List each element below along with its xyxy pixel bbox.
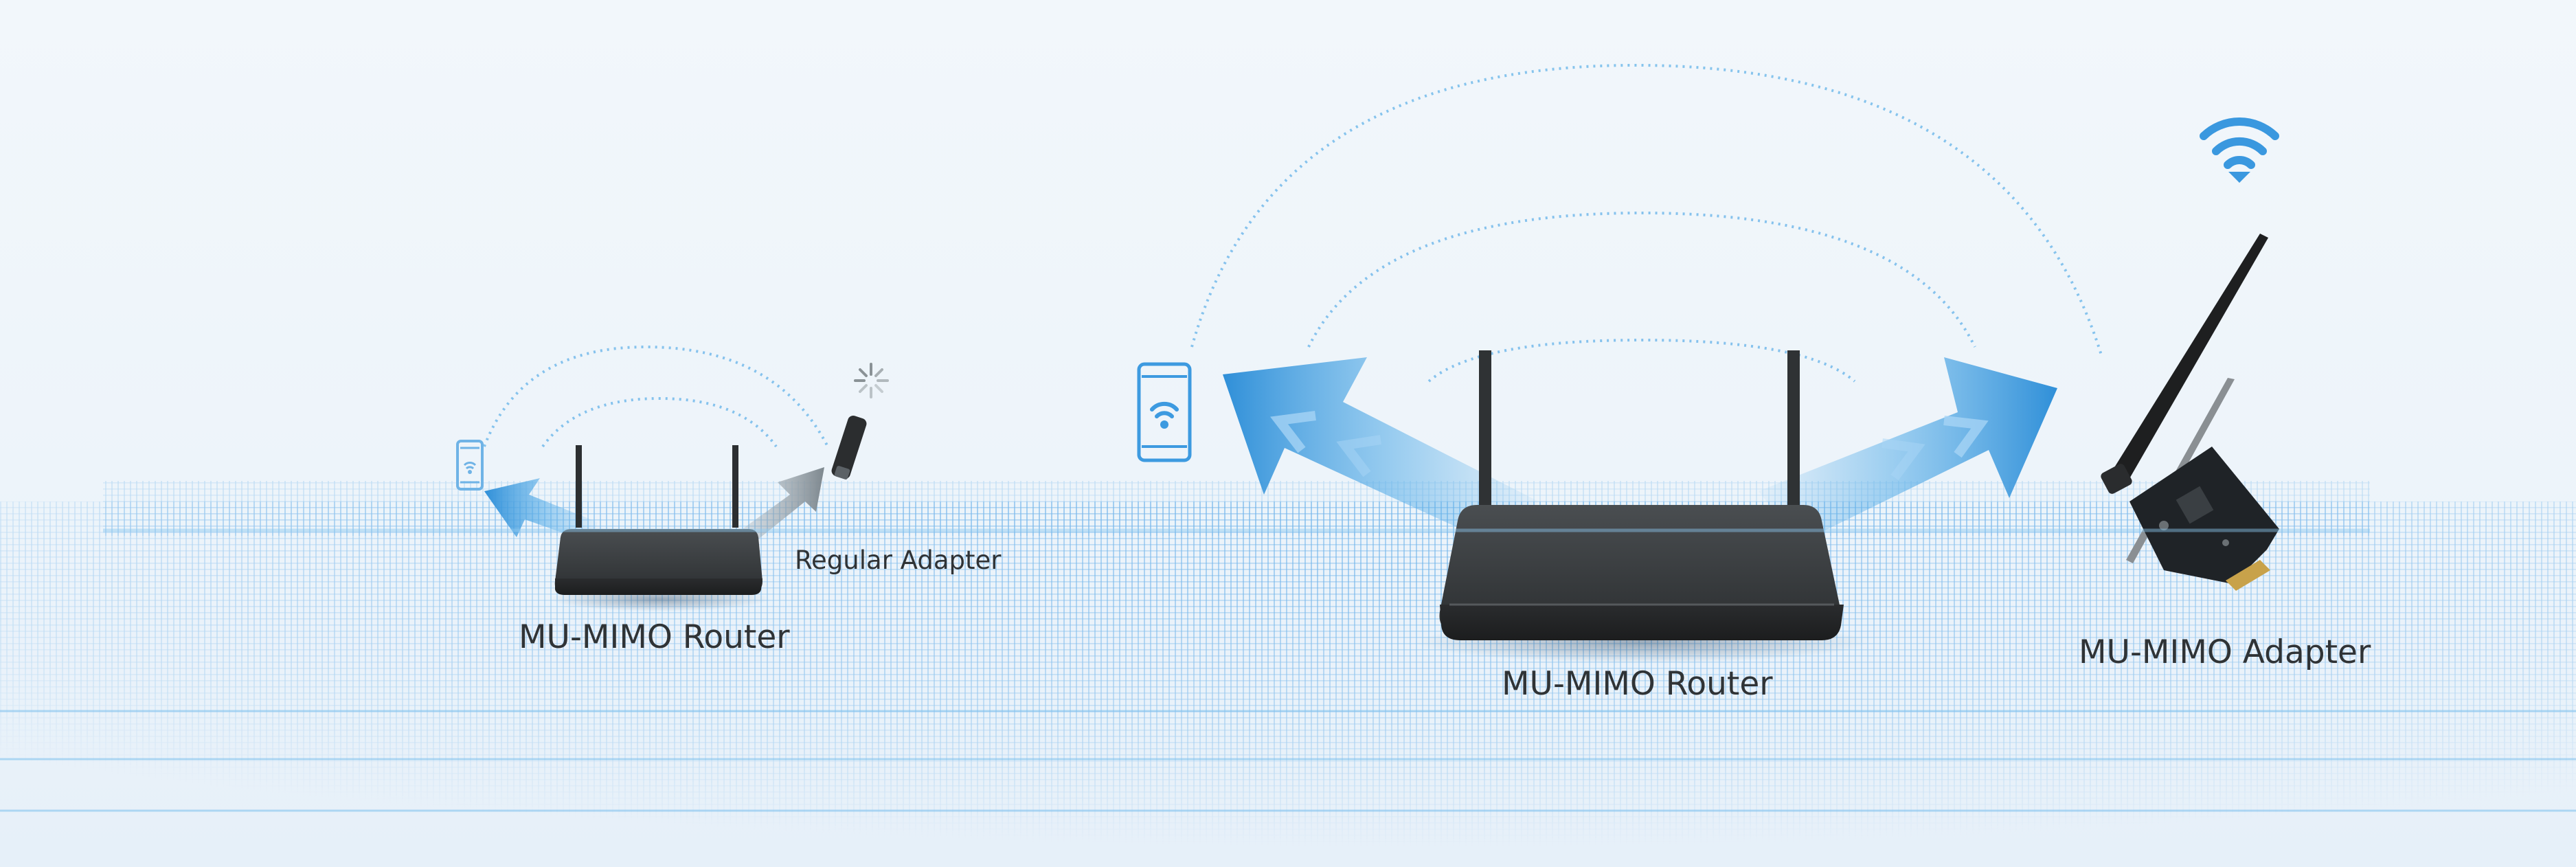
floor-grid [0,481,2576,867]
center-phone-icon [1137,362,1192,462]
wifi-icon [2200,117,2279,183]
left-blue-arrow [484,478,598,543]
mu-mimo-adapter [2101,234,2279,591]
center-left-blue-arrow [1223,357,1539,543]
mu-mimo-adapter-label: MU-MIMO Adapter [2079,633,2371,671]
regular-adapter-label: Regular Adapter [795,545,1002,575]
center-right-blue-arrow [1759,357,2057,543]
center-router [1415,350,1868,663]
signal-arcs [483,63,2103,448]
left-phone-icon [456,440,484,491]
left-router-label: MU-MIMO Router [519,618,790,656]
left-router [550,445,769,611]
regular-adapter [831,416,867,480]
center-router-label: MU-MIMO Router [1502,665,1773,703]
loading-spinner-icon [854,363,889,398]
left-gray-arrow [728,467,824,550]
